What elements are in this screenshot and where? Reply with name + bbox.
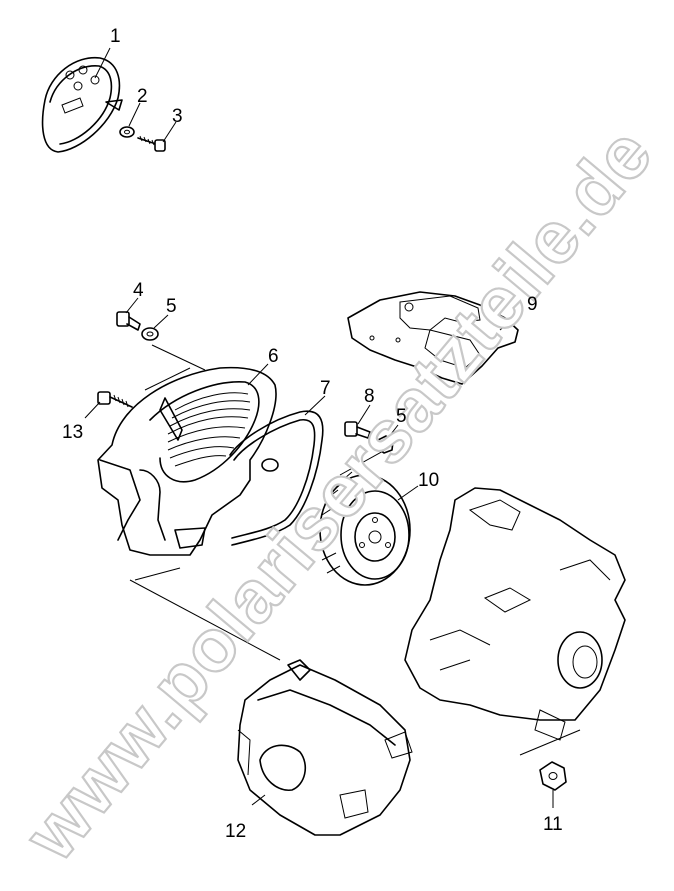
watermark-text: www.polarisersatzteile.de: [8, 112, 668, 876]
part-7-hose: [229, 410, 324, 546]
part-3-screw: [137, 135, 166, 152]
callout-11: 11: [543, 814, 563, 835]
callout-9: 9: [527, 294, 538, 315]
callout-7: 7: [320, 378, 331, 399]
callout-6: 6: [268, 346, 279, 367]
part-5-washer-lower: [376, 435, 394, 454]
leader-lines: [84, 47, 581, 808]
callout-3: 3: [172, 106, 183, 127]
callout-5-lower: 5: [396, 406, 407, 427]
part-12-lower-shroud: [237, 659, 413, 836]
part-6-fan-shroud: [97, 366, 279, 556]
callout-1: 1: [110, 26, 121, 47]
part-5-washer-upper: [141, 327, 159, 341]
callout-13: 13: [62, 422, 83, 443]
callout-8: 8: [364, 386, 375, 407]
part-4-bolt: [116, 311, 141, 331]
callout-4: 4: [133, 280, 144, 301]
callout-12: 12: [225, 821, 246, 842]
callout-labels: 1 2 3 4 5 6 7 8 5 9 10 11 12 13: [62, 26, 563, 842]
engine-crankcase: [404, 487, 626, 741]
callout-2: 2: [137, 86, 148, 107]
part-11-nut: [539, 761, 567, 791]
part-13-screw: [97, 391, 133, 408]
callout-10: 10: [418, 470, 439, 491]
part-8-screw: [344, 421, 371, 439]
part-10-flywheel-fan: [319, 471, 411, 586]
part-9-heat-shield: [347, 291, 519, 385]
part-2-washer: [119, 126, 135, 138]
part-1-cover-plate: [41, 56, 123, 153]
callout-5-upper: 5: [166, 296, 177, 317]
